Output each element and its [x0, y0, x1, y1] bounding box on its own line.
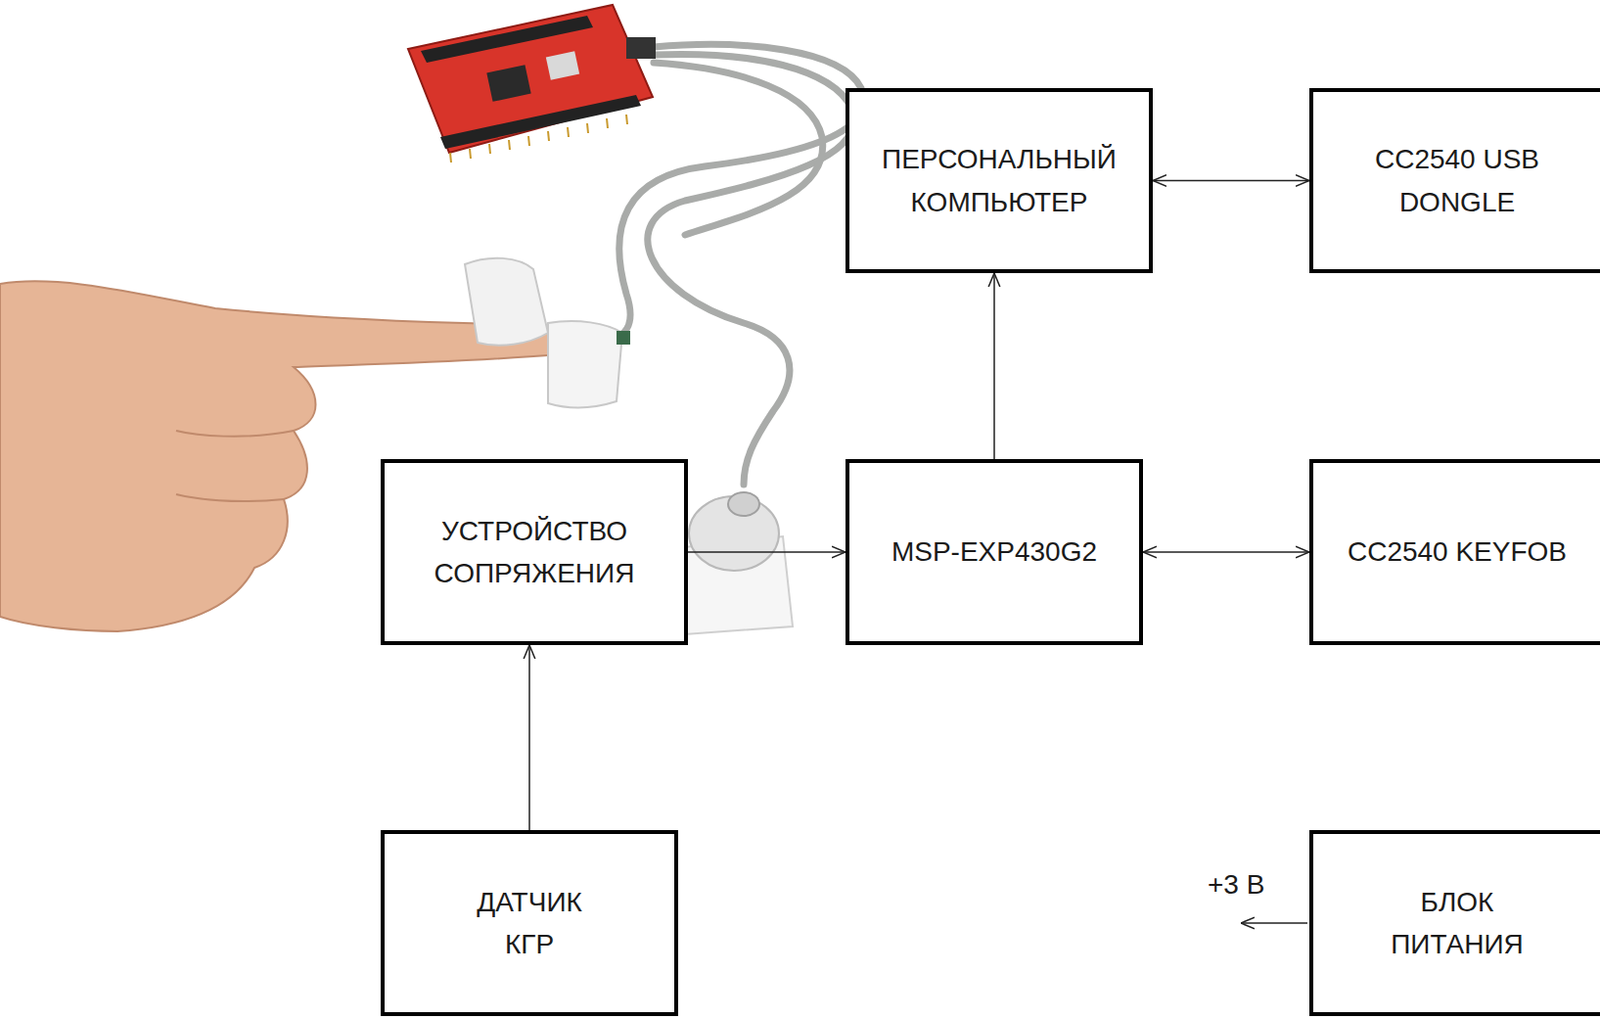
finger-sensor-picture — [464, 258, 631, 409]
connector-arrow — [993, 273, 996, 459]
box-label: ПЕРСОНАЛЬНЫЙ КОМПЬЮТЕР — [857, 137, 1142, 224]
text-group: ПЕРСОНАЛЬНЫЙ КОМПЬЮТЕР — [857, 137, 1142, 224]
dongle-box: CC2540 USB DONGLE — [1309, 88, 1600, 274]
board-picture — [408, 4, 656, 163]
box-label: БЛОК ПИТАНИЯ — [1378, 880, 1536, 966]
text-group: БЛОК ПИТАНИЯ — [1378, 880, 1536, 966]
connector-arrow — [528, 644, 531, 830]
computer-box: ПЕРСОНАЛЬНЫЙ КОМПЬЮТЕР — [845, 88, 1153, 274]
box-label: УСТРОЙСТВО СОПРЯЖЕНИЯ — [392, 509, 677, 595]
electrode-picture — [675, 492, 793, 635]
voltage-label: +3 В — [1207, 868, 1265, 901]
text-group: ДАТЧИК КГР — [460, 880, 598, 966]
connector-arrow — [1142, 550, 1310, 553]
supply-arrow — [1240, 921, 1308, 924]
connector-arrow — [1152, 180, 1310, 183]
mcu-board-box: MSP-EXP430G2 — [845, 458, 1143, 645]
box-label: MSP-EXP430G2 — [891, 530, 1098, 573]
text-group: УСТРОЙСТВО СОПРЯЖЕНИЯ — [392, 509, 677, 595]
box-label: ДАТЧИК КГР — [460, 880, 598, 966]
box-label: CC2540 USB DONGLE — [1364, 137, 1551, 224]
box-label: CC2540 KEYFOB — [1347, 530, 1567, 573]
keyfob-box: CC2540 KEYFOB — [1309, 458, 1600, 645]
power-box: БЛОК ПИТАНИЯ — [1309, 829, 1600, 1016]
connector-arrow — [687, 550, 846, 553]
sensor-box: ДАТЧИК КГР — [380, 829, 679, 1016]
text-group: MSP-EXP430G2 — [891, 530, 1098, 573]
text-group: CC2540 USB DONGLE — [1364, 137, 1551, 224]
text-group: CC2540 KEYFOB — [1347, 530, 1567, 573]
interface-box: УСТРОЙСТВО СОПРЯЖЕНИЯ — [380, 458, 688, 645]
